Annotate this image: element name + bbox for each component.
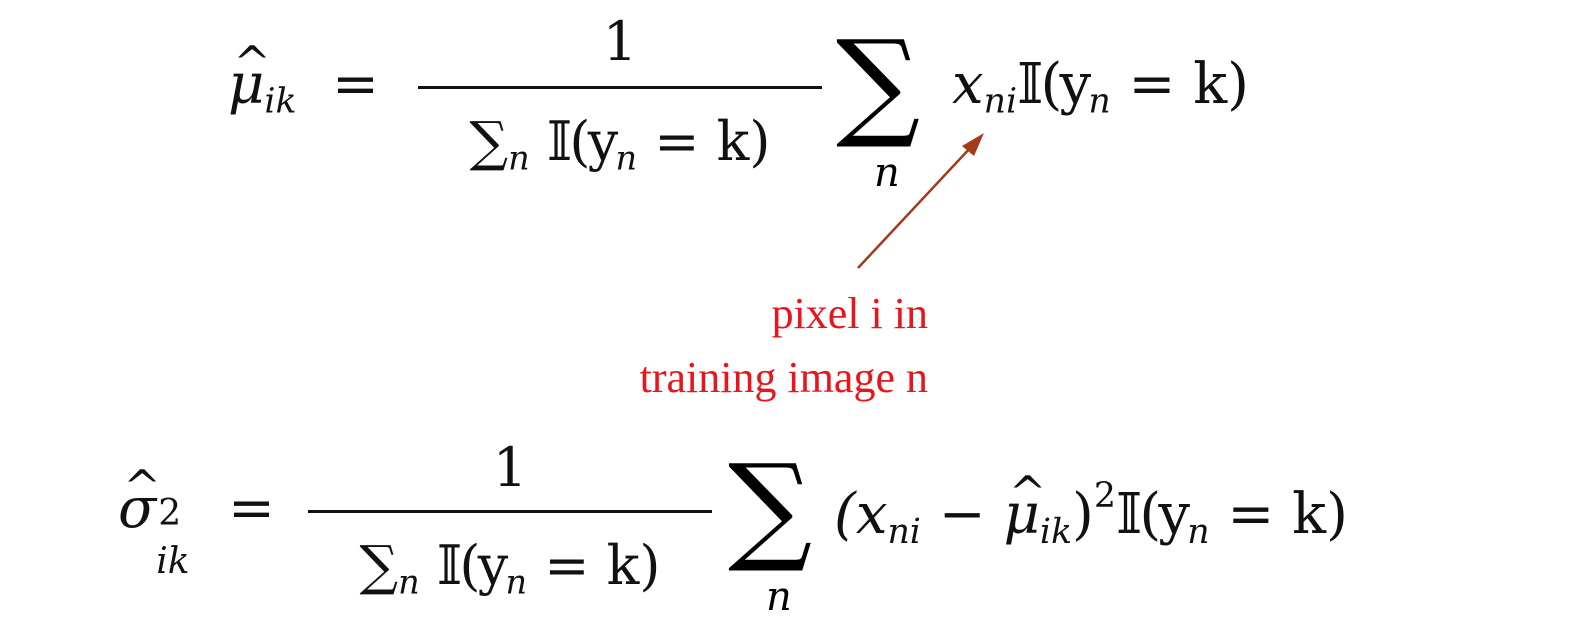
sigma-subscript: ik — [156, 541, 190, 582]
sigma-hat-symbol: σ — [118, 460, 161, 541]
den-y-sub: n — [615, 138, 638, 178]
mu-hat-symbol: μ — [228, 36, 271, 117]
variance-summand: (xni − μik)2𝕀(yn = k) — [834, 466, 1348, 552]
y2-subscript: n — [1187, 511, 1210, 552]
arrow-head — [962, 133, 984, 156]
indicator-tail-2: = k) — [1209, 482, 1348, 548]
variance-numerator: 1 — [492, 436, 528, 499]
indicator-tail: = k) — [1110, 52, 1250, 117]
variance-sum-symbol: ∑ — [728, 438, 813, 576]
indicator-function-2: 𝕀(y — [1115, 482, 1190, 548]
mu-hat-inner: μ — [1003, 466, 1046, 547]
den-sum-sub: n — [508, 138, 530, 178]
annotation-line-1: pixel i in — [771, 289, 928, 338]
den-sum-symbol: ∑ — [469, 110, 509, 173]
den2-indicator: 𝕀(y — [436, 534, 508, 597]
square-exponent: 2 — [1093, 476, 1116, 516]
variance-equals-sign: = — [228, 476, 275, 541]
variance-sum-index: n — [766, 574, 792, 620]
y-subscript: n — [1088, 81, 1111, 122]
variance-denominator: ∑n 𝕀(yn = k) — [308, 534, 712, 601]
variance-fraction-bar — [308, 510, 712, 513]
variance-fraction: 1 ∑n 𝕀(yn = k) — [308, 436, 712, 616]
annotation-line-2: training image n — [639, 353, 928, 402]
mean-sum-symbol: ∑ — [836, 14, 921, 152]
x-variable: x — [952, 52, 984, 117]
mean-sum-index: n — [874, 150, 900, 196]
sigma-superscript: 2 — [158, 493, 182, 534]
pixel-annotation: pixel i in training image n — [560, 282, 928, 410]
den2-tail: = k) — [527, 534, 661, 597]
den-indicator: 𝕀(y — [546, 110, 618, 173]
mean-lhs: μik — [228, 36, 297, 122]
x2-subscript: ni — [887, 511, 921, 552]
mean-denominator: ∑n 𝕀(yn = k) — [418, 110, 822, 177]
close-paren: ) — [1072, 482, 1094, 548]
minus-sign: − — [920, 482, 1004, 548]
x-open-paren: (x — [834, 482, 888, 548]
den-tail: = k) — [637, 110, 771, 173]
mean-equals-sign: = — [332, 52, 379, 117]
den2-sum-sub: n — [398, 562, 420, 602]
mean-numerator: 1 — [602, 10, 638, 73]
den2-sum-symbol: ∑ — [359, 534, 399, 597]
x-subscript: ni — [983, 81, 1018, 122]
mean-fraction: 1 ∑n 𝕀(yn = k) — [418, 10, 822, 190]
den2-y-sub: n — [505, 562, 528, 602]
mean-summand: xni𝕀(yn = k) — [952, 52, 1249, 122]
variance-lhs: σ2 ik — [118, 460, 190, 582]
mean-fraction-bar — [418, 86, 822, 89]
indicator-function: 𝕀(y — [1017, 52, 1091, 117]
